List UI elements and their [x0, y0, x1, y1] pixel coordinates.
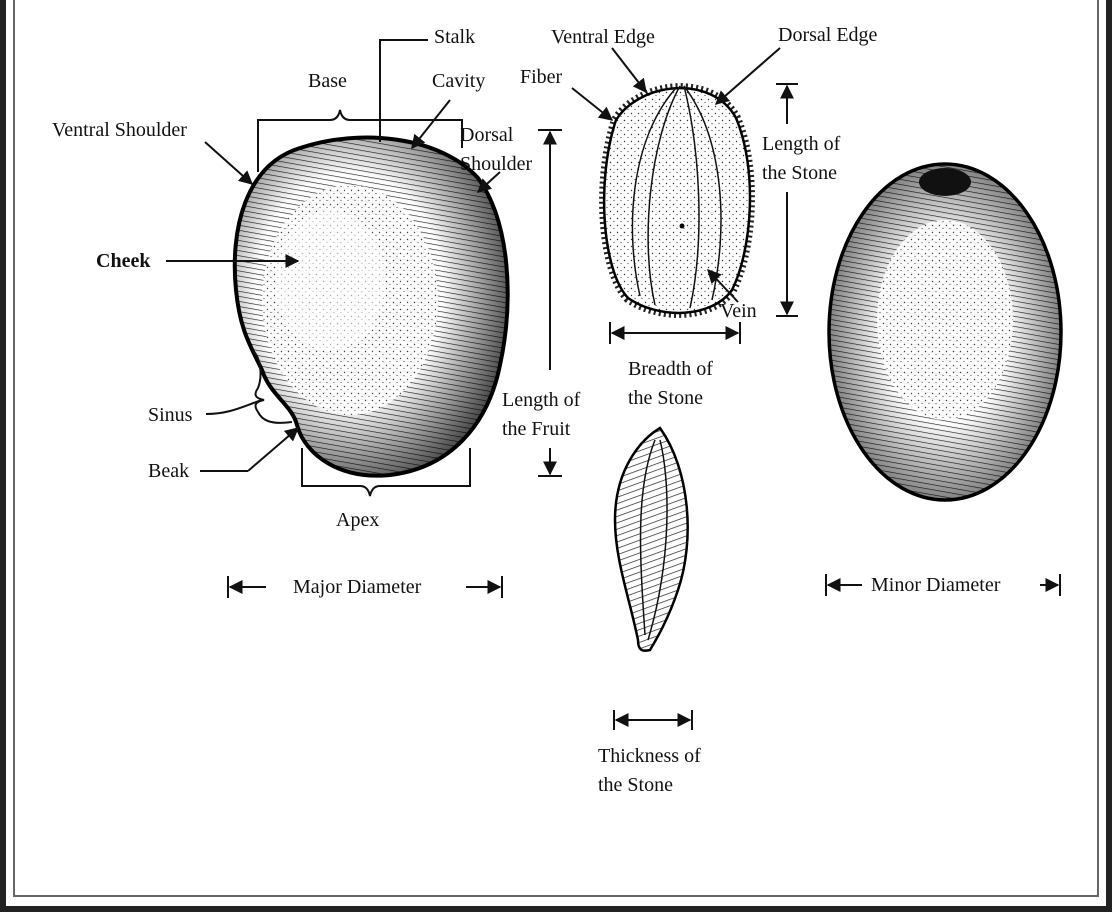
label-apex: Apex	[336, 507, 379, 533]
ventral-edge-leader	[612, 48, 646, 92]
label-length-of-stone: Length of the Stone	[762, 130, 840, 188]
label-vein: Vein	[720, 298, 757, 324]
stone-breadth-dimension	[610, 322, 740, 344]
label-breadth-of-stone: Breadth of the Stone	[628, 355, 713, 413]
label-beak: Beak	[148, 458, 189, 484]
cavity-leader	[412, 100, 450, 148]
label-cheek: Cheek	[96, 248, 150, 274]
stone-side-view	[615, 428, 688, 651]
label-base: Base	[308, 68, 347, 94]
label-length-of-fruit: Length of the Fruit	[502, 386, 580, 444]
stone-length-dimension	[776, 84, 798, 316]
ventral-shoulder-leader	[205, 142, 252, 184]
label-fiber: Fiber	[520, 64, 562, 90]
beak-arrow	[248, 428, 298, 471]
stalk-leader	[380, 40, 428, 142]
label-dorsal-shoulder: Dorsal Shoulder	[460, 121, 532, 179]
fiber-leader	[572, 88, 612, 120]
label-stalk: Stalk	[434, 24, 475, 50]
label-ventral-edge: Ventral Edge	[551, 24, 655, 50]
label-dorsal-edge: Dorsal Edge	[778, 22, 877, 48]
label-sinus: Sinus	[148, 402, 192, 428]
mango-fruit	[235, 138, 508, 476]
label-thickness-of-stone: Thickness of the Stone	[598, 742, 701, 800]
label-major-diameter: Major Diameter	[293, 574, 421, 600]
dorsal-edge-leader	[716, 48, 780, 104]
label-cavity: Cavity	[432, 68, 485, 94]
mango-minor-view	[829, 164, 1061, 500]
label-minor-diameter: Minor Diameter	[871, 572, 1000, 598]
stone-thickness-dimension	[614, 710, 692, 730]
mango-stone	[604, 86, 750, 313]
label-ventral-shoulder: Ventral Shoulder	[52, 117, 187, 143]
stone-body	[604, 88, 750, 313]
